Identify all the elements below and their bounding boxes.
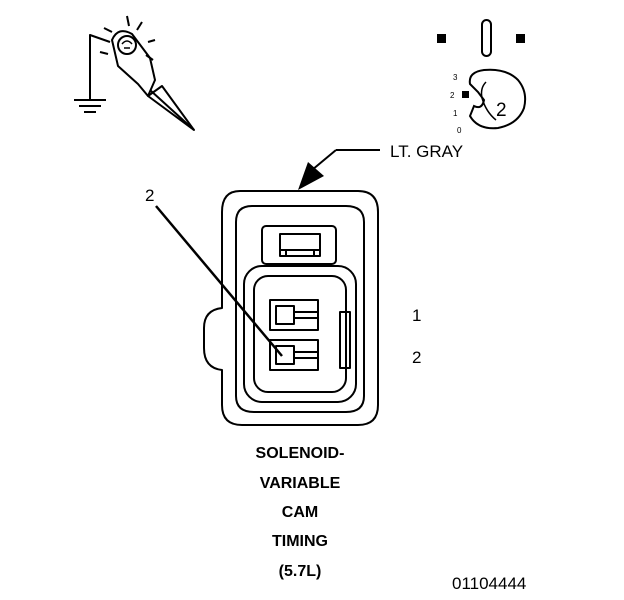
- ground-symbol-icon: [74, 96, 106, 113]
- terminal-cavity-1: [269, 299, 319, 331]
- terminal-cavity-2: [269, 339, 319, 371]
- key-slot-left: [437, 34, 446, 43]
- wire-color-label: LT. GRAY: [390, 142, 463, 161]
- pin-label-2: 2: [412, 348, 421, 367]
- pointer-label: 2: [145, 186, 154, 205]
- terminal-pointer: 2: [145, 186, 283, 357]
- key-position-marker: [462, 91, 469, 98]
- connector-name-line-1: SOLENOID-: [256, 445, 345, 462]
- figure-number: 01104444: [452, 574, 526, 593]
- latch-tab: [279, 233, 321, 257]
- ignition-position-3: 3: [453, 73, 458, 82]
- ignition-switch-icon: 3 2 1 0 2: [437, 19, 527, 135]
- wire-color-callout: LT. GRAY: [298, 142, 463, 190]
- key-slot-right: [516, 34, 525, 43]
- connector-name: SOLENOID- VARIABLE CAM TIMING (5.7L): [256, 445, 345, 580]
- key-slot: [481, 19, 492, 57]
- ignition-position-2: 2: [450, 91, 455, 100]
- test-probe-icon: [89, 15, 195, 131]
- connector-name-line-5: (5.7L): [279, 563, 322, 580]
- connector-face-icon: [203, 190, 379, 426]
- connector-name-line-3: CAM: [282, 504, 318, 521]
- arrowhead: [298, 162, 324, 190]
- pin-label-1: 1: [412, 306, 421, 325]
- ignition-position-1: 1: [453, 109, 458, 118]
- connector-name-line-2: VARIABLE: [260, 475, 341, 492]
- connector-name-line-4: TIMING: [272, 533, 328, 550]
- ignition-position-0: 0: [457, 126, 462, 135]
- ignition-key-label: 2: [496, 100, 507, 121]
